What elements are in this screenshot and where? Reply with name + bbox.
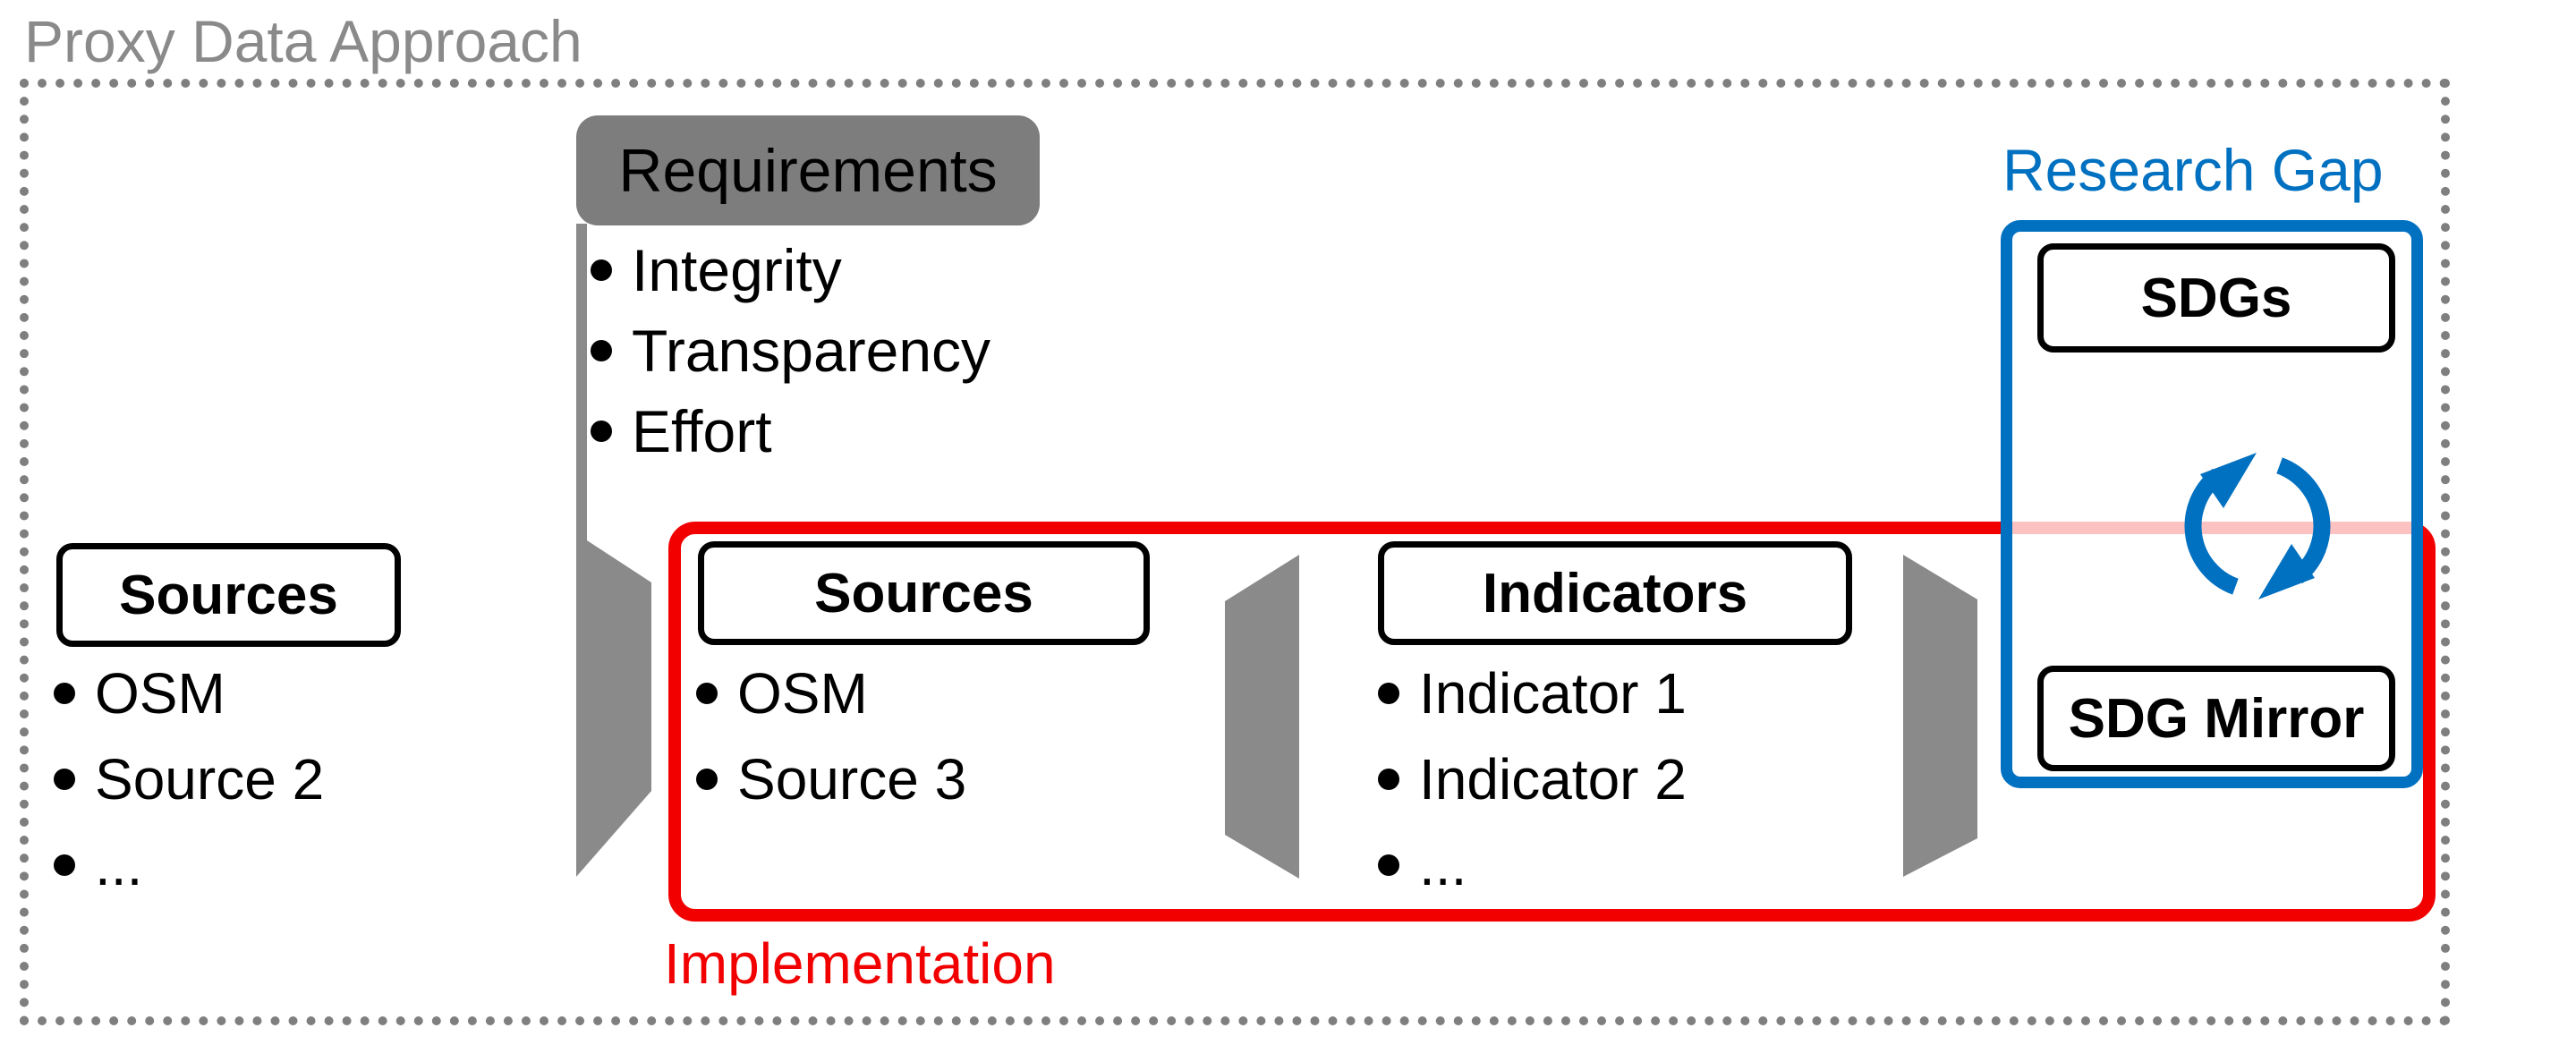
bullet-dot <box>1378 683 1399 704</box>
sdg-mirror-label: SDG Mirror <box>2068 687 2365 750</box>
sources-implementation-box: Sources <box>698 541 1150 645</box>
sdgs-box: SDGs <box>2037 243 2395 353</box>
list-item-label: Transparency <box>632 318 991 384</box>
bullet-dot <box>591 340 612 361</box>
sources-external-label: Sources <box>119 564 338 626</box>
list-item-label: OSM <box>737 661 868 726</box>
sources-implementation-label: Sources <box>814 562 1033 624</box>
outer-dotted-frame <box>20 79 2450 1025</box>
indicators-list: Indicator 1 Indicator 2... <box>1378 650 1687 908</box>
bullet-dot <box>591 259 612 281</box>
list-item: Integrity <box>591 230 990 310</box>
list-item: OSM <box>54 650 324 736</box>
research-gap-panel: SDGs SDG Mirror <box>2001 220 2423 788</box>
list-item: Indicator 2 <box>1378 736 1687 822</box>
list-item-label: OSM <box>95 661 225 726</box>
list-item-label: Indicator 2 <box>1419 747 1687 811</box>
requirements-header-label: Requirements <box>618 136 998 205</box>
list-item: ... <box>1378 822 1687 908</box>
bullet-dot <box>696 683 718 704</box>
requirements-header-box: Requirements <box>576 115 1040 225</box>
implementation-frame <box>668 522 2436 922</box>
list-item-label: Indicator 1 <box>1419 661 1687 726</box>
sources-external-list: OSM Source 2... <box>54 650 324 908</box>
bullet-dot <box>54 854 75 876</box>
list-item-label: Source 3 <box>737 747 967 811</box>
list-item: OSM <box>696 650 966 736</box>
list-item: ... <box>54 822 324 908</box>
list-item: Source 2 <box>54 736 324 822</box>
implementation-caption: Implementation <box>664 931 1056 996</box>
bullet-dot <box>696 769 718 790</box>
sdgs-label: SDGs <box>2140 267 2292 329</box>
sources-external-box: Sources <box>56 543 401 647</box>
list-item: Source 3 <box>696 736 966 822</box>
list-item-label: ... <box>95 833 143 897</box>
diagram-title: Proxy Data Approach <box>24 8 582 74</box>
bullet-dot <box>1378 854 1399 876</box>
list-item-label: Effort <box>632 398 772 464</box>
list-item-label: ... <box>1419 833 1467 897</box>
research-gap-caption: Research Gap <box>2002 137 2384 203</box>
sources-implementation-list: OSM Source 3 <box>696 650 966 822</box>
list-item: Transparency <box>591 310 990 391</box>
sdg-mirror-box: SDG Mirror <box>2037 666 2395 771</box>
indicators-label: Indicators <box>1482 562 1748 624</box>
list-item-label: Source 2 <box>95 747 325 811</box>
cycle-arrows-icon <box>2184 453 2331 599</box>
bullet-dot <box>1378 769 1399 790</box>
bullet-dot <box>591 421 612 442</box>
bullet-dot <box>54 683 75 704</box>
list-item: Indicator 1 <box>1378 650 1687 736</box>
list-item: Effort <box>591 391 990 472</box>
bullet-dot <box>54 769 75 790</box>
indicators-box: Indicators <box>1378 541 1852 645</box>
list-item-label: Integrity <box>632 237 842 303</box>
